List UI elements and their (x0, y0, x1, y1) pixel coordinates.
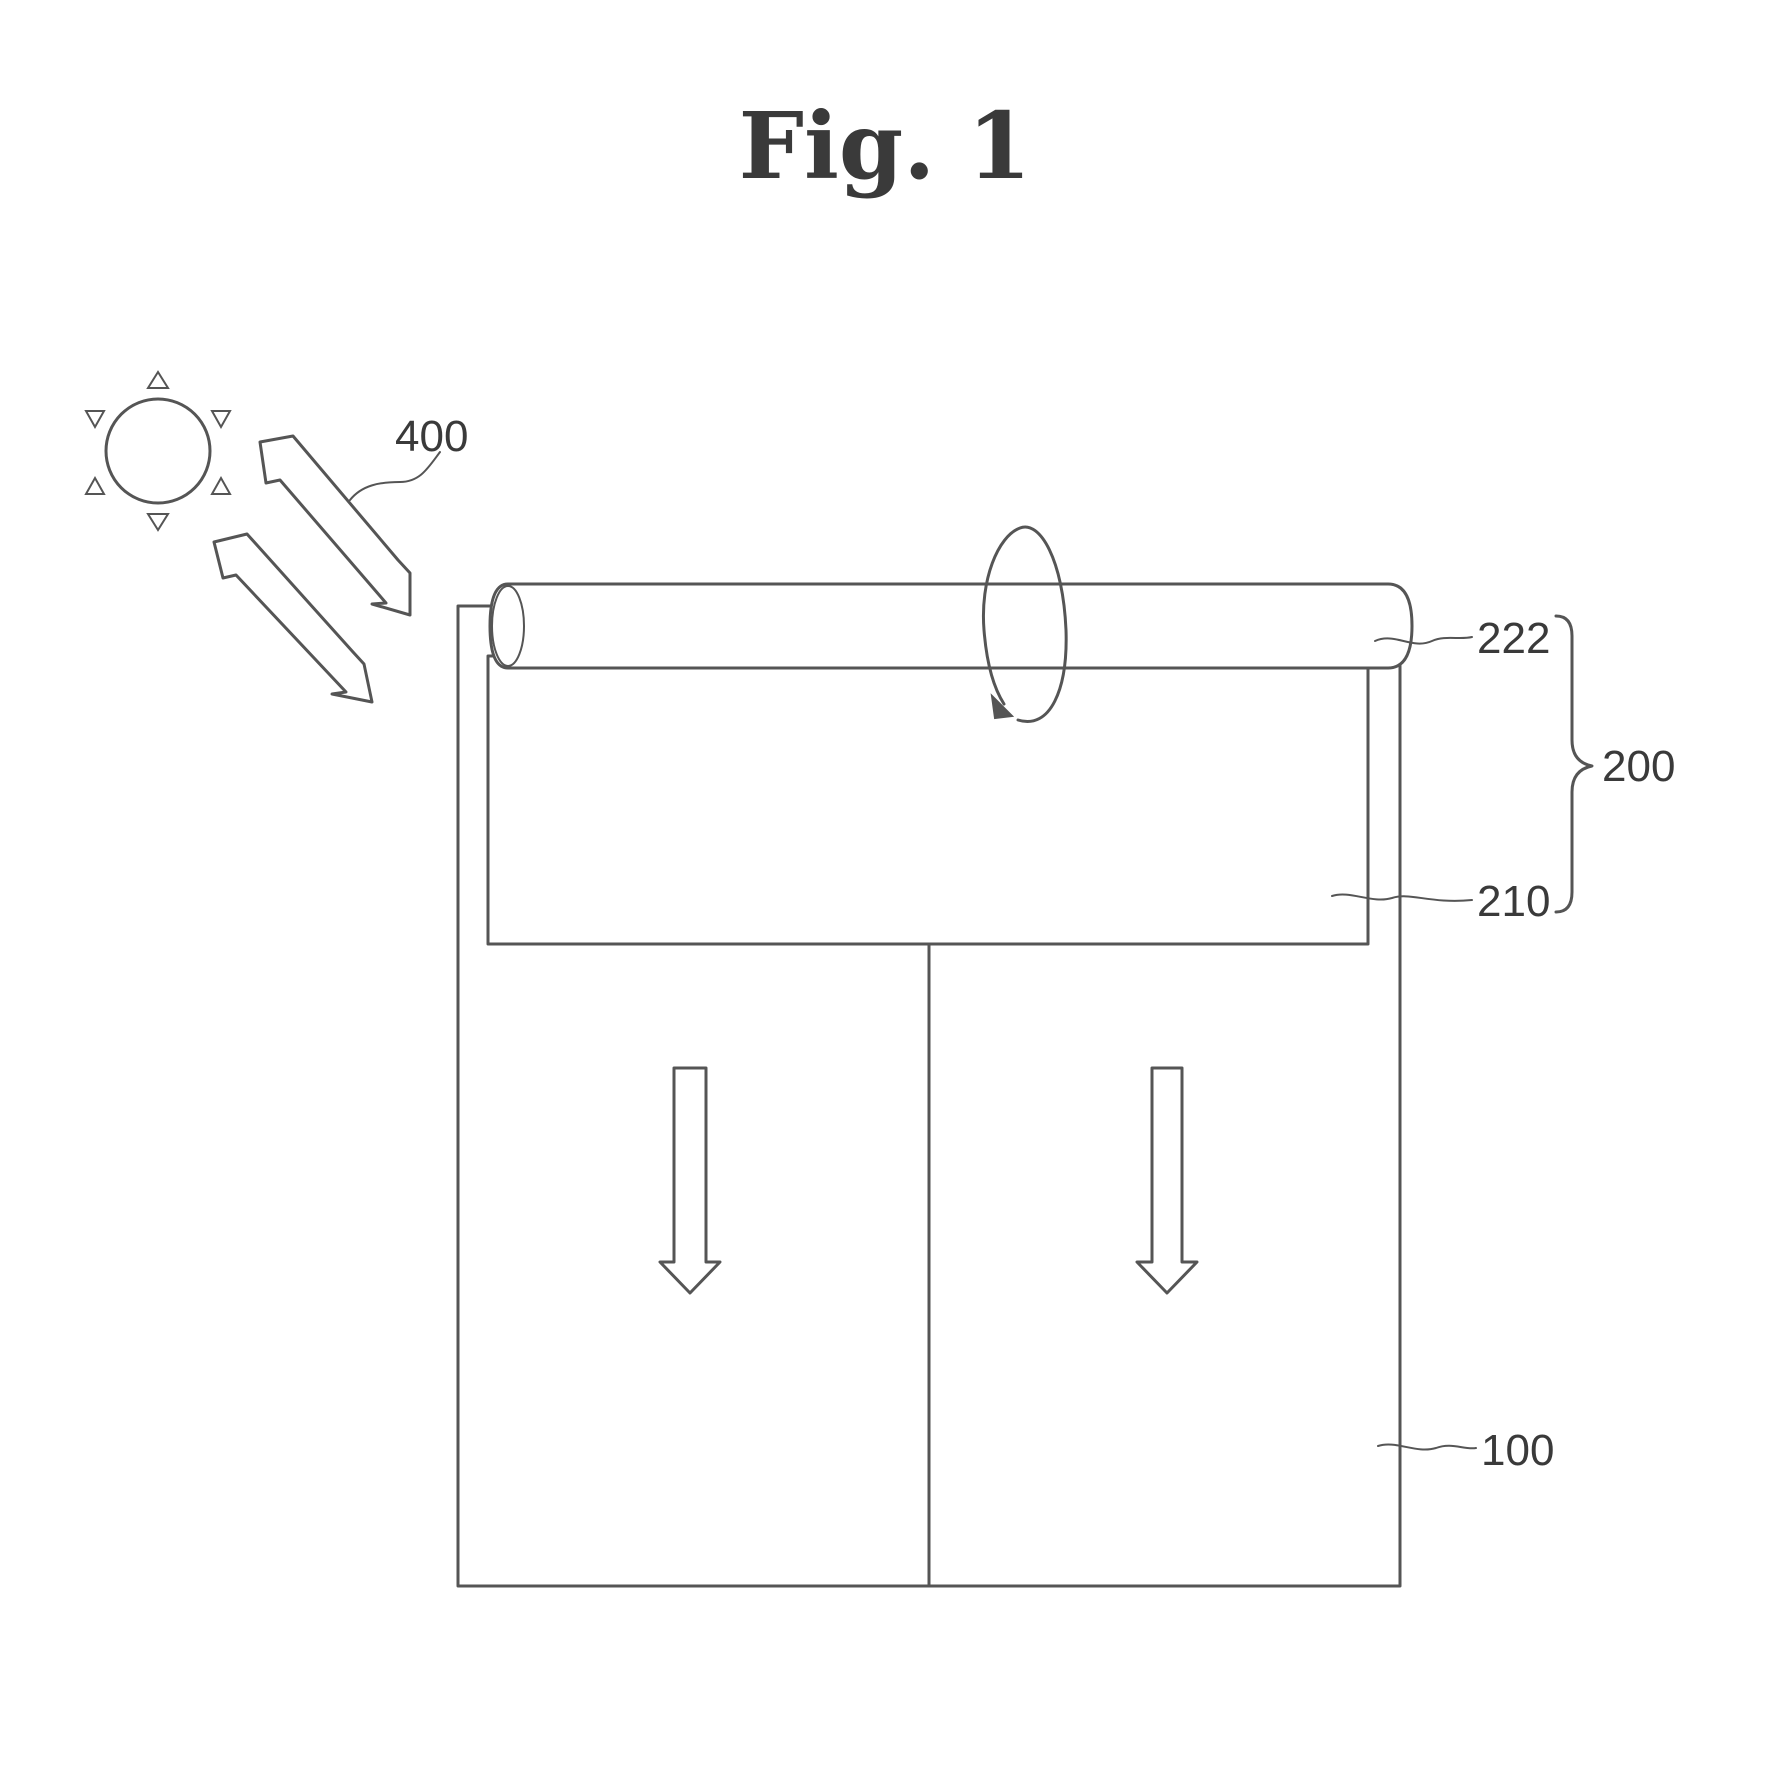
down-arrow-icon (660, 1068, 720, 1293)
reference-label-400: 400 (395, 412, 468, 461)
panel-sheet (488, 656, 1368, 944)
reference-label-100: 100 (1481, 1426, 1554, 1475)
down-arrow-icon (1137, 1068, 1197, 1293)
reference-label-222: 222 (1477, 614, 1550, 663)
figure-title: Fig. 1 (739, 92, 1032, 200)
reference-label-210: 210 (1477, 877, 1550, 926)
reference-label-200: 200 (1602, 742, 1675, 791)
light-ray-arrow (260, 436, 410, 615)
sun-icon (86, 372, 230, 530)
brace-200 (1556, 616, 1592, 912)
roller-cylinder (490, 584, 1412, 668)
leader-line-100 (1378, 1444, 1476, 1449)
